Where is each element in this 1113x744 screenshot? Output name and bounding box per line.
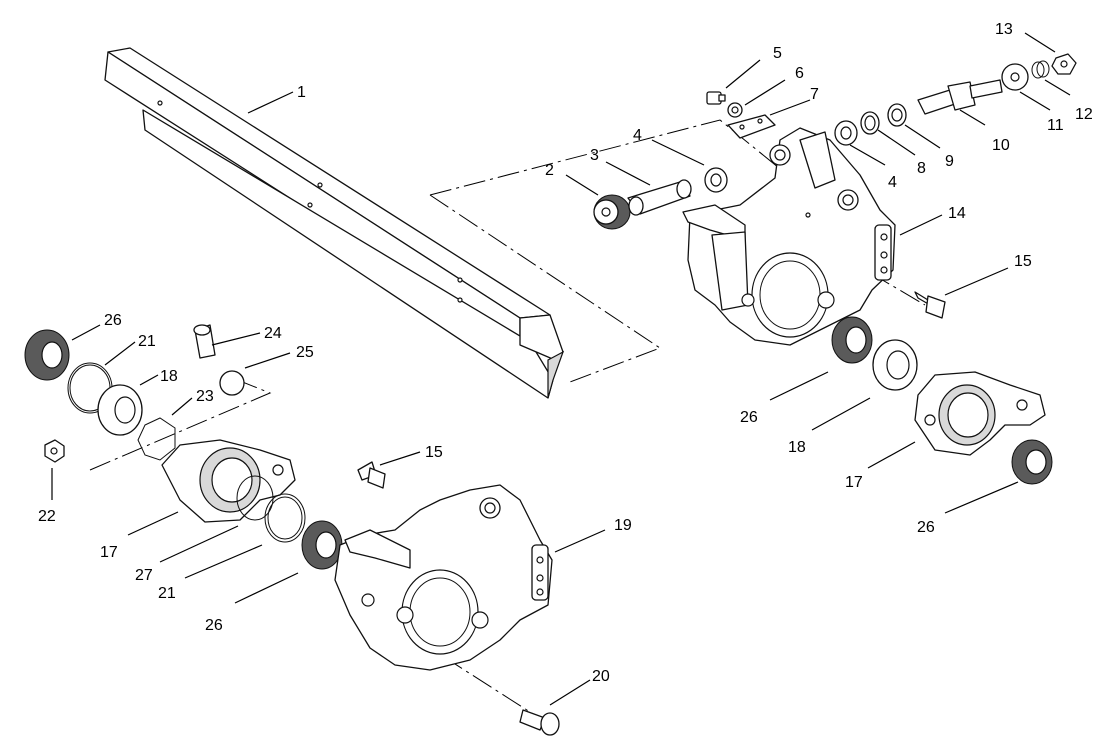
callout-5: 5 <box>773 45 782 62</box>
upper-hardware <box>593 53 1077 319</box>
callout-4b: 4 <box>888 174 897 191</box>
callout-10: 10 <box>992 137 1010 154</box>
callout-15a: 15 <box>1014 253 1032 270</box>
callout-14: 14 <box>948 205 966 222</box>
callout-21b: 21 <box>158 585 176 602</box>
callout-8: 8 <box>917 160 926 177</box>
callout-25: 25 <box>296 344 314 361</box>
callout-13: 13 <box>995 21 1013 38</box>
callout-1: 1 <box>297 84 306 101</box>
callout-6: 6 <box>795 65 804 82</box>
callout-22: 22 <box>38 508 56 525</box>
callout-3: 3 <box>590 147 599 164</box>
upper-housing <box>682 127 896 346</box>
callout-21a: 21 <box>138 333 156 350</box>
callout-17a: 17 <box>845 474 863 491</box>
callout-4a: 4 <box>633 127 642 144</box>
callout-26c: 26 <box>917 519 935 536</box>
left-bearing-stack <box>24 324 386 570</box>
callout-19: 19 <box>614 517 632 534</box>
callout-20: 20 <box>592 668 610 685</box>
callout-26b: 26 <box>740 409 758 426</box>
callout-26a: 26 <box>104 312 122 329</box>
callout-17b: 17 <box>100 544 118 561</box>
frame-rail <box>104 47 565 399</box>
callout-23: 23 <box>196 388 214 405</box>
callout-7: 7 <box>810 86 819 103</box>
callout-15b: 15 <box>425 444 443 461</box>
callout-27: 27 <box>135 567 153 584</box>
callout-labels: 1 2 3 4 4 5 6 7 8 9 10 11 12 13 14 15 15… <box>38 21 1093 685</box>
pivot-pin <box>519 709 560 736</box>
callout-18b: 18 <box>160 368 178 385</box>
callout-26d: 26 <box>205 617 223 634</box>
leader-lines <box>51 32 1071 706</box>
callout-9: 9 <box>945 153 954 170</box>
callout-24: 24 <box>264 325 282 342</box>
lower-housing <box>334 484 553 671</box>
callout-18a: 18 <box>788 439 806 456</box>
callout-11: 11 <box>1047 117 1064 134</box>
callout-2: 2 <box>545 162 554 179</box>
right-bearing-stack <box>831 316 1053 485</box>
callout-12: 12 <box>1075 106 1093 123</box>
